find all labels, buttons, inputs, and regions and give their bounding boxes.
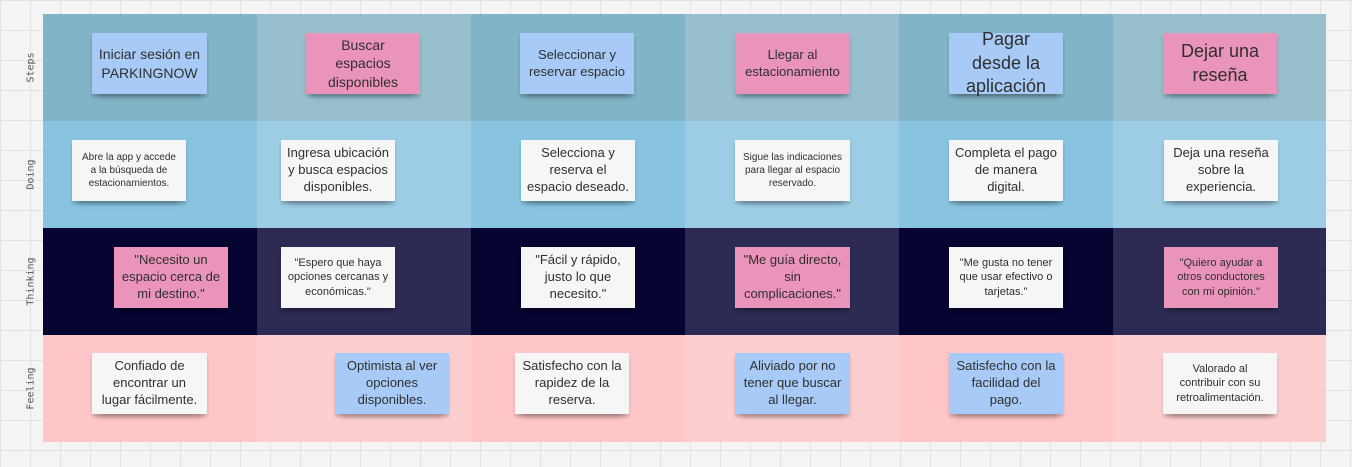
row-label-text: Thinking [25,257,37,306]
sticky-note-doing-2[interactable]: Ingresa ubicación y busca espacios dispo… [281,140,395,201]
sticky-note-steps-4[interactable]: Llegar al estacionamiento [735,33,850,94]
sticky-note-text: "Me guía directo, sin complicaciones." [743,252,842,301]
sticky-note-steps-6[interactable]: Dejar una reseña [1163,33,1277,94]
sticky-note-feeling-1[interactable]: Confiado de encontrar un lugar fácilment… [92,353,207,414]
sticky-note-feeling-5[interactable]: Satisfecho con la facilidad del pago. [949,353,1063,414]
sticky-note-text: Satisfecho con la facilidad del pago. [956,358,1056,407]
sticky-note-doing-6[interactable]: Deja una reseña sobre la experiencia. [1164,140,1278,201]
sticky-note-text: Abre la app y accede a la búsqueda de es… [82,152,176,189]
sticky-note-doing-5[interactable]: Completa el pago de manera digital. [949,140,1063,201]
sticky-note-text: Satisfecho con la rapidez de la reserva. [522,358,622,407]
sticky-note-text: "Necesito un espacio cerca de mi destino… [121,252,221,301]
sticky-note-text: Completa el pago de manera digital. [955,145,1057,194]
sticky-note-steps-1[interactable]: Iniciar sesión en PARKINGNOW [92,33,207,94]
sticky-note-text: "Quiero ayudar a otros conductores con m… [1177,257,1265,298]
sticky-note-text: Confiado de encontrar un lugar fácilment… [101,358,198,407]
sticky-note-text: "Espero que haya opciones cercanas y eco… [287,257,389,298]
sticky-note-text: "Me gusta no tener que usar efectivo o t… [959,257,1053,298]
sticky-note-doing-4[interactable]: Sigue las indicaciones para llegar al es… [735,140,850,201]
sticky-note-feeling-4[interactable]: Aliviado por no tener que buscar al lleg… [735,353,850,414]
sticky-note-feeling-6[interactable]: Valorado al contribuir con su retroalime… [1163,353,1277,414]
sticky-note-thinking-5[interactable]: "Me gusta no tener que usar efectivo o t… [949,247,1063,308]
sticky-note-thinking-3[interactable]: "Fácil y rápido, justo lo que necesito." [521,247,635,308]
sticky-note-text: Aliviado por no tener que buscar al lleg… [743,358,842,407]
sticky-note-text: Valorado al contribuir con su retroalime… [1176,363,1264,404]
sticky-note-thinking-4[interactable]: "Me guía directo, sin complicaciones." [735,247,850,308]
sticky-note-doing-1[interactable]: Abre la app y accede a la búsqueda de es… [72,140,186,201]
sticky-note-text: "Fácil y rápido, justo lo que necesito." [535,252,621,301]
sticky-note-steps-2[interactable]: Buscar espacios disponibles [306,33,420,94]
sticky-note-text: Seleccionar y reservar espacio [528,46,626,79]
sticky-note-feeling-2[interactable]: Optimista al ver opciones disponibles. [335,353,449,414]
sticky-note-steps-3[interactable]: Seleccionar y reservar espacio [520,33,634,94]
row-label-text: Steps [25,52,37,83]
sticky-note-thinking-6[interactable]: "Quiero ayudar a otros conductores con m… [1164,247,1278,308]
sticky-note-text: Pagar desde la aplicación [965,29,1047,97]
sticky-note-text: Sigue las indicaciones para llegar al es… [743,152,842,189]
sticky-note-text: Buscar espacios disponibles [327,37,399,90]
sticky-note-doing-3[interactable]: Selecciona y reserva el espacio deseado. [521,140,635,201]
sticky-note-steps-5[interactable]: Pagar desde la aplicación [949,29,1063,96]
sticky-note-text: Selecciona y reserva el espacio deseado. [527,145,629,194]
sticky-note-feeling-3[interactable]: Satisfecho con la rapidez de la reserva. [515,353,629,414]
sticky-note-thinking-2[interactable]: "Espero que haya opciones cercanas y eco… [281,247,395,308]
sticky-note-text: Deja una reseña sobre la experiencia. [1173,145,1269,194]
sticky-note-thinking-1[interactable]: "Necesito un espacio cerca de mi destino… [114,247,228,308]
sticky-note-text: Ingresa ubicación y busca espacios dispo… [287,145,389,194]
sticky-note-text: Iniciar sesión en PARKINGNOW [98,46,201,81]
row-label-text: Doing [25,159,37,190]
row-label-text: Feeling [25,367,37,410]
sticky-note-text: Optimista al ver opciones disponibles. [346,358,438,407]
sticky-note-text: Dejar una reseña [1180,41,1260,85]
sticky-note-text: Llegar al estacionamiento [745,46,840,79]
